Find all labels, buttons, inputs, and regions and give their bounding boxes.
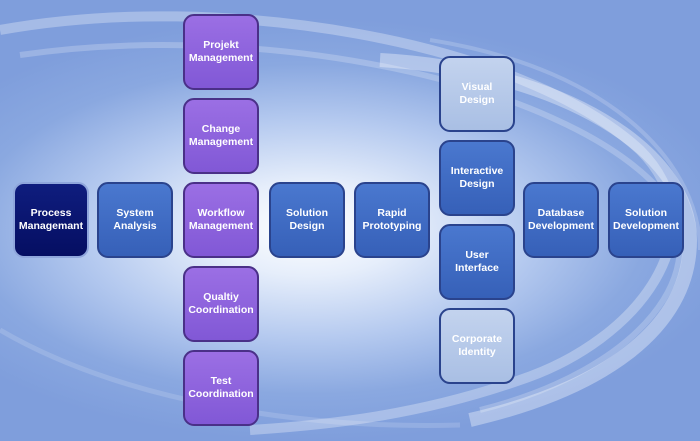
node-solution-development: Solution Development: [608, 182, 684, 258]
node-change-management: Change Management: [183, 98, 259, 174]
node-system-analysis: System Analysis: [97, 182, 173, 258]
node-quality-coordination: Qualtiy Coordination: [183, 266, 259, 342]
node-rapid-prototyping: Rapid Prototyping: [354, 182, 430, 258]
node-workflow-management: Workflow Management: [183, 182, 259, 258]
node-database-development: Database Development: [523, 182, 599, 258]
node-solution-design: Solution Design: [269, 182, 345, 258]
node-test-coordination: Test Coordination: [183, 350, 259, 426]
node-interactive-design: Interactive Design: [439, 140, 515, 216]
node-user-interface: User Interface: [439, 224, 515, 300]
node-corporate-identity: Corporate Identity: [439, 308, 515, 384]
node-visual-design: Visual Design: [439, 56, 515, 132]
node-projekt-management: Projekt Management: [183, 14, 259, 90]
node-process-management: Process Managemant: [13, 182, 89, 258]
